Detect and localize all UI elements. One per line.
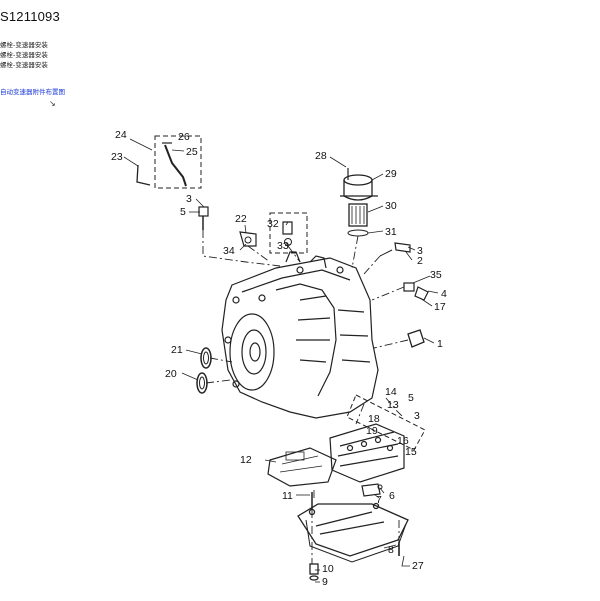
part-7: [361, 483, 381, 497]
callout-17: 17: [434, 301, 446, 313]
callout-26: 26: [178, 131, 190, 143]
mouse-cursor-icon: ↘: [49, 99, 56, 108]
diagram-link[interactable]: 自动变速器附件布置图: [0, 88, 65, 96]
callout-21: 21: [171, 344, 183, 356]
callout-19: 19: [366, 425, 378, 437]
callout-1: 1: [437, 338, 443, 350]
callout-5-right: 5: [408, 392, 414, 404]
callout-24: 24: [115, 129, 127, 141]
callout-8: 8: [388, 544, 394, 556]
callout-23: 23: [111, 151, 123, 163]
callout-9: 9: [322, 576, 328, 588]
fitting-part-2: [379, 242, 411, 257]
callout-3-right: 3: [417, 245, 423, 257]
callout-14: 14: [385, 386, 397, 398]
callout-33: 33: [277, 240, 289, 252]
callout-25: 25: [186, 146, 198, 158]
callout-7: 7: [376, 494, 382, 506]
callout-13: 13: [387, 399, 399, 411]
callout-3-lower: 3: [414, 410, 420, 422]
callout-20: 20: [165, 368, 177, 380]
callout-18: 18: [368, 413, 380, 425]
bolt-part-5-left: [198, 206, 209, 230]
page-header: S1211093 螺栓-变速器安装 螺栓-变速器安装 螺栓-变速器安装 自动变速…: [0, 0, 600, 108]
sub-line-3: 螺栓-变速器安装: [0, 61, 48, 69]
sensor-part-22: [239, 231, 257, 247]
oil-pan-part-8: [297, 502, 409, 563]
filter-cap-part-29: [340, 168, 378, 201]
oil-seal-part-21: [200, 347, 212, 369]
callout-labels: 1 2 3 3 3 4 5 5 6 7 8 9 10 11 12 13 14 1…: [111, 129, 447, 588]
dipstick-tube: [136, 142, 187, 187]
sub-line-2: 螺栓-变速器安装: [0, 51, 48, 59]
oil-seal-part-20: [196, 372, 208, 394]
callout-4: 4: [441, 288, 447, 300]
dashed-group-box-32: [269, 212, 308, 254]
sensor-part-35: [403, 282, 429, 301]
part-6: [377, 484, 383, 490]
callout-29: 29: [385, 168, 397, 180]
sensor-part-1: [407, 329, 425, 348]
dashed-group-box-26: [154, 135, 202, 189]
part-code: S1211093: [0, 9, 60, 24]
callout-3-left: 3: [186, 193, 192, 205]
transmission-housing: [221, 251, 379, 419]
callout-11: 11: [282, 490, 293, 502]
callout-6: 6: [389, 490, 395, 502]
callout-35: 35: [430, 269, 442, 281]
callout-31: 31: [385, 226, 397, 238]
callout-16: 16: [397, 435, 409, 447]
callout-34: 34: [223, 245, 235, 257]
assembly-lines: [202, 230, 409, 564]
callout-15: 15: [405, 446, 417, 458]
callout-30: 30: [385, 200, 397, 212]
callout-2: 2: [417, 255, 423, 267]
separator-plate-12: [267, 447, 337, 487]
drain-plug-part-10: [309, 563, 319, 581]
callout-32: 32: [267, 218, 279, 230]
callout-10: 10: [322, 563, 334, 575]
valve-part-32: [282, 221, 293, 246]
oil-filter-part-30: [347, 203, 369, 237]
dashed-group-box-16: [346, 394, 426, 451]
callout-22: 22: [235, 213, 247, 225]
callout-12: 12: [240, 454, 252, 466]
sub-line-1: 螺栓-变速器安装: [0, 41, 48, 49]
callout-27: 27: [412, 560, 424, 572]
leader-lines: [123, 138, 439, 583]
callout-28: 28: [315, 150, 327, 162]
callout-5-left: 5: [180, 206, 186, 218]
